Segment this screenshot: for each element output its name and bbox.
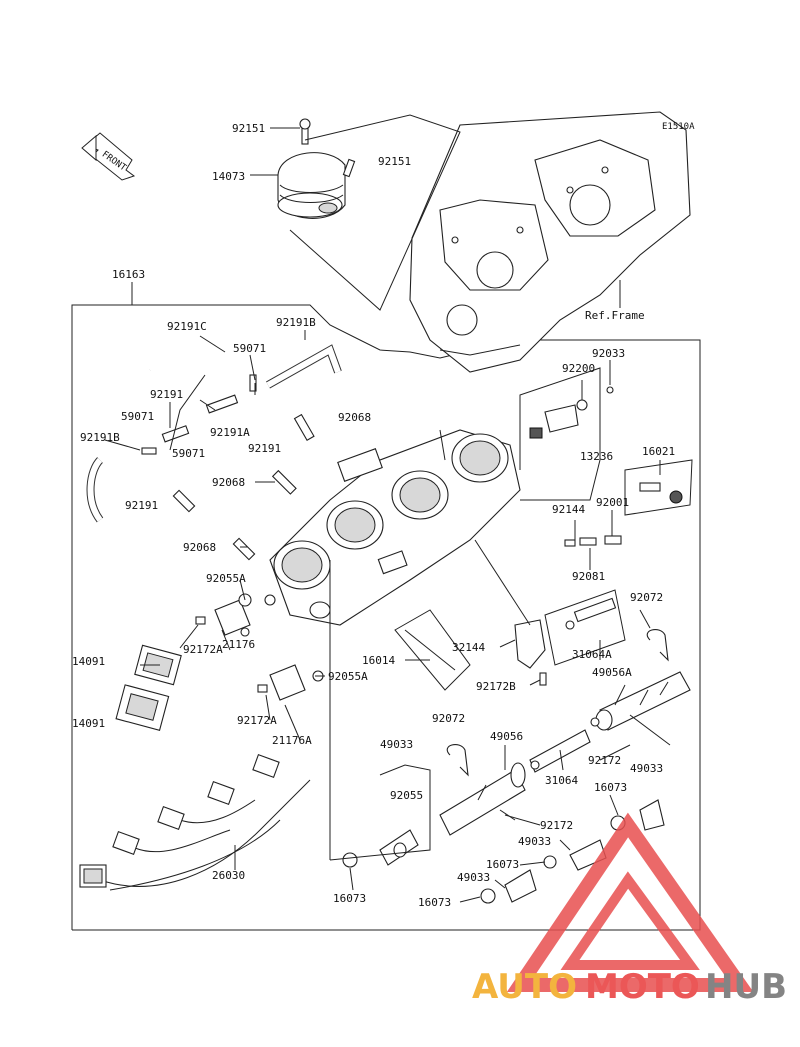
label-92172a-a: 92172A [183, 643, 223, 656]
label-92172: 92172 [588, 754, 621, 767]
connectors-14091 [115, 644, 182, 732]
part-labels: E1510A Ref.Frame 92151 92151 14073 16163… [72, 122, 695, 909]
label-26030: 26030 [212, 869, 245, 882]
label-92172a-b: 92172A [237, 714, 277, 727]
shaft-16014 [394, 609, 471, 691]
pipe-31064a [544, 589, 626, 666]
label-49033-c: 49033 [518, 835, 551, 848]
watermark-moto: MOTO [585, 967, 700, 1007]
watermark-logo: AUTO MOTO HUB [472, 812, 787, 1007]
clamps-92072 [446, 629, 669, 777]
label-92055: 92055 [390, 789, 423, 802]
label-92072-a: 92072 [630, 591, 663, 604]
label-92191-b: 92191 [248, 442, 281, 455]
label-14091-a: 14091 [72, 655, 105, 668]
label-92081: 92081 [572, 570, 605, 583]
sensor-21176a [257, 664, 324, 701]
label-92151-a: 92151 [232, 122, 265, 135]
label-92191b-left: 92191B [80, 431, 120, 444]
label-92068-b: 92068 [212, 476, 245, 489]
label-32144: 32144 [452, 641, 485, 654]
label-13236: 13236 [580, 450, 613, 463]
vacuum-hoses [86, 342, 342, 561]
label-14073: 14073 [212, 170, 245, 183]
ref-frame-label: Ref.Frame [585, 309, 645, 322]
label-92172-b: 92172 [540, 819, 573, 832]
label-31064a: 31064A [572, 648, 612, 661]
label-16073-a: 16073 [594, 781, 627, 794]
watermark-hub: HUB [705, 967, 787, 1007]
label-16073-c: 16073 [418, 896, 451, 909]
watermark-auto: AUTO [472, 967, 577, 1007]
frame-section [409, 111, 691, 373]
diagram-code: E1510A [662, 122, 695, 132]
fuel-rail-49056a [595, 671, 691, 746]
leader-bundle [329, 560, 431, 861]
label-16073-b: 16073 [486, 858, 519, 871]
label-31064: 31064 [545, 774, 578, 787]
label-59071-low: 59071 [172, 447, 205, 460]
label-92191-c: 92191 [125, 499, 158, 512]
label-21176a: 21176A [272, 734, 312, 747]
bracket-32144 [474, 539, 547, 686]
label-92191a: 92191A [210, 426, 250, 439]
label-14091-b: 14091 [72, 717, 105, 730]
wiring-harness-26030 [79, 754, 311, 891]
label-49033-a: 49033 [380, 738, 413, 751]
injectors-49033 [342, 799, 665, 904]
label-92191c: 92191C [167, 320, 207, 333]
label-16021: 16021 [642, 445, 675, 458]
sensor-16021 [624, 459, 693, 516]
label-59071-top: 59071 [233, 342, 266, 355]
label-92200: 92200 [562, 362, 595, 375]
label-92001: 92001 [596, 496, 629, 509]
label-92072-b: 92072 [432, 712, 465, 725]
label-92191b-top: 92191B [276, 316, 316, 329]
front-arrow-icon: FRONT [81, 132, 136, 181]
label-49056a: 49056A [592, 666, 632, 679]
throttle-body-assembly [264, 427, 543, 626]
label-49033-d: 49033 [457, 871, 490, 884]
label-92068-a: 92068 [338, 411, 371, 424]
label-92033-a: 92033 [592, 347, 625, 360]
label-49033-b: 49033 [630, 762, 663, 775]
sensor-21176 [195, 593, 252, 637]
leader-lines [104, 127, 661, 903]
label-92191-a: 92191 [150, 388, 183, 401]
label-92068-c: 92068 [183, 541, 216, 554]
fuel-rail-49056 [439, 762, 526, 836]
label-49056: 49056 [490, 730, 523, 743]
label-92151-b: 92151 [378, 155, 411, 168]
assembly-outline [71, 304, 701, 931]
label-92055a-b: 92055A [328, 670, 368, 683]
label-16014: 16014 [362, 654, 395, 667]
label-92055a-a: 92055A [206, 572, 246, 585]
label-92144: 92144 [552, 503, 585, 516]
label-21176: 21176 [222, 638, 255, 651]
label-92172b: 92172B [476, 680, 516, 693]
label-59071-mid: 59071 [121, 410, 154, 423]
label-16163: 16163 [112, 268, 145, 281]
intake-duct-14073 [277, 114, 461, 311]
small-screws [564, 535, 622, 547]
label-16073-d: 16073 [333, 892, 366, 905]
